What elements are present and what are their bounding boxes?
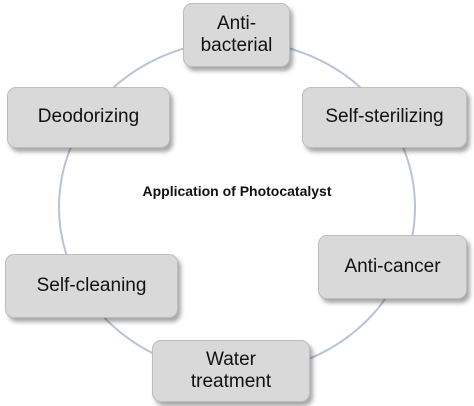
node-label: Anti-cancer <box>344 255 441 277</box>
node-water-treatment: Water treatment <box>152 340 310 402</box>
node-self-sterilizing: Self-sterilizing <box>302 87 467 148</box>
node-label: Deodorizing <box>37 106 140 128</box>
node-label: Water treatment <box>190 348 272 392</box>
node-self-cleaning: Self-cleaning <box>5 254 178 318</box>
node-anti-bacterial: Anti- bacterial <box>183 3 290 67</box>
center-title: Application of Photocatalyst <box>142 183 332 199</box>
node-label: Anti- bacterial <box>200 12 273 56</box>
node-label: Self-sterilizing <box>325 106 444 128</box>
node-anti-cancer: Anti-cancer <box>318 235 467 299</box>
node-deodorizing: Deodorizing <box>7 87 170 148</box>
node-label: Self-cleaning <box>36 274 147 296</box>
